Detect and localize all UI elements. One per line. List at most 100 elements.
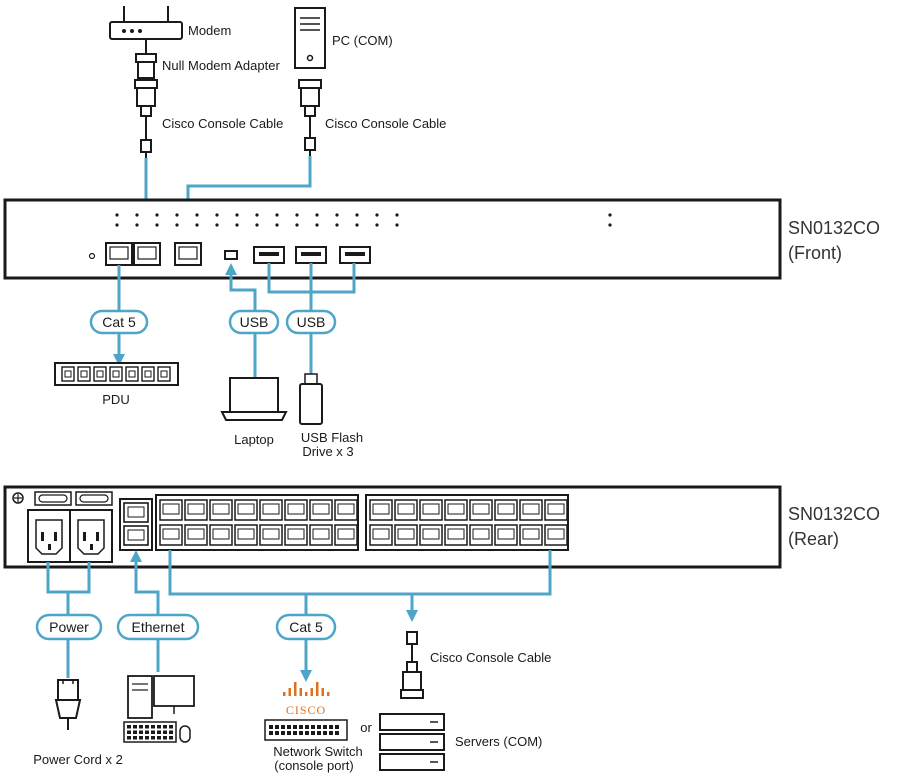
status-led <box>215 213 219 217</box>
svg-text:USB: USB <box>297 314 326 330</box>
pc-com-label: PC (COM) <box>332 33 393 48</box>
power-switch-1[interactable] <box>34 491 72 506</box>
front-model-label: SN0132CO <box>788 218 880 238</box>
status-led <box>335 213 339 217</box>
modem-label: Modem <box>188 23 231 38</box>
front-mini-usb-port[interactable] <box>224 250 238 260</box>
usb-flash-label-line1: USB Flash <box>301 430 363 445</box>
status-led <box>295 223 299 227</box>
front-rj45-port-3[interactable] <box>174 242 202 266</box>
status-led <box>395 223 399 227</box>
serial-port <box>494 524 518 546</box>
front-usb-port-2[interactable] <box>295 246 327 264</box>
status-led <box>355 223 359 227</box>
status-led <box>215 223 219 227</box>
usb-flash-label-line2: Drive x 3 <box>302 444 353 459</box>
serial-port <box>444 524 468 546</box>
front-usb-port-3[interactable] <box>339 246 371 264</box>
usb-flash-drive-icon <box>299 373 323 425</box>
servers-label: Servers (COM) <box>455 734 542 749</box>
front-rj45-port-1[interactable] <box>105 242 133 266</box>
network-switch-icon <box>264 719 348 741</box>
status-led <box>175 213 179 217</box>
power-inlet-2[interactable] <box>69 509 113 563</box>
serial-port <box>234 524 258 546</box>
status-led <box>255 223 259 227</box>
serial-port <box>394 524 418 546</box>
rear-model-label: SN0132CO <box>788 504 880 524</box>
cisco-cable-right-label: Cisco Console Cable <box>325 116 446 131</box>
front-usb-port-1[interactable] <box>253 246 285 264</box>
power-cord-label: Power Cord x 2 <box>33 752 123 767</box>
laptop-icon <box>220 377 288 421</box>
null-modem-adapter-icon <box>135 39 157 79</box>
status-led <box>335 223 339 227</box>
front-rj45-port-2[interactable] <box>133 242 161 266</box>
network-switch-label-line2: (console port) <box>274 758 353 773</box>
serial-port <box>259 499 283 521</box>
status-led <box>275 223 279 227</box>
status-led <box>155 213 159 217</box>
usb-flash-pill: USB <box>285 309 337 335</box>
svg-text:Power: Power <box>49 619 89 635</box>
status-led <box>375 223 379 227</box>
status-led <box>275 213 279 217</box>
serial-port <box>209 524 233 546</box>
serial-port <box>544 524 568 546</box>
serial-port <box>309 499 333 521</box>
serial-port <box>159 499 183 521</box>
svg-text:Ethernet: Ethernet <box>132 619 185 635</box>
serial-port <box>494 499 518 521</box>
serial-port <box>309 524 333 546</box>
ground-screw-icon <box>12 492 24 504</box>
status-led <box>608 223 612 227</box>
status-led <box>395 213 399 217</box>
cat5-rear-pill: Cat 5 <box>275 613 337 641</box>
status-led <box>315 213 319 217</box>
cisco-cable-rear-label: Cisco Console Cable <box>430 650 551 665</box>
cisco-cable-left-label: Cisco Console Cable <box>162 116 283 131</box>
rear-side-label: (Rear) <box>788 529 839 549</box>
serial-port <box>209 499 233 521</box>
serial-port <box>334 524 358 546</box>
serial-port <box>419 524 443 546</box>
pc-tower-icon <box>294 7 326 69</box>
status-led <box>375 213 379 217</box>
status-led <box>115 223 119 227</box>
serial-port <box>469 524 493 546</box>
status-led <box>295 213 299 217</box>
null-modem-adapter-label: Null Modem Adapter <box>162 58 280 73</box>
modem-icon <box>109 6 183 40</box>
serial-port <box>334 499 358 521</box>
usb-laptop-pill: USB <box>228 309 280 335</box>
serial-port <box>184 499 208 521</box>
pdu-label: PDU <box>102 392 129 407</box>
serial-port <box>184 524 208 546</box>
front-side-label: (Front) <box>788 243 842 263</box>
svg-text:Cat 5: Cat 5 <box>102 314 136 330</box>
serial-port <box>444 499 468 521</box>
serial-port <box>284 499 308 521</box>
pdu-outlet <box>141 366 155 382</box>
status-led <box>175 223 179 227</box>
svg-text:USB: USB <box>240 314 269 330</box>
serial-port <box>259 524 283 546</box>
servers-icon <box>379 713 445 771</box>
status-led <box>235 223 239 227</box>
power-cord-plug-icon <box>54 679 82 730</box>
power-inlet-1[interactable] <box>27 509 71 563</box>
serial-port <box>419 499 443 521</box>
rear-unit-chassis <box>3 485 782 569</box>
serial-port <box>159 524 183 546</box>
serial-port <box>544 499 568 521</box>
pdu-outlet <box>157 366 171 382</box>
svg-text:CISCO: CISCO <box>286 703 326 717</box>
serial-port <box>469 499 493 521</box>
laptop-label: Laptop <box>234 432 274 447</box>
pdu-outlet <box>109 366 123 382</box>
power-switch-2[interactable] <box>75 491 113 506</box>
serial-port <box>519 499 543 521</box>
cisco-console-cable-right-icon <box>298 79 322 156</box>
ethernet-pill: Ethernet <box>116 613 200 641</box>
